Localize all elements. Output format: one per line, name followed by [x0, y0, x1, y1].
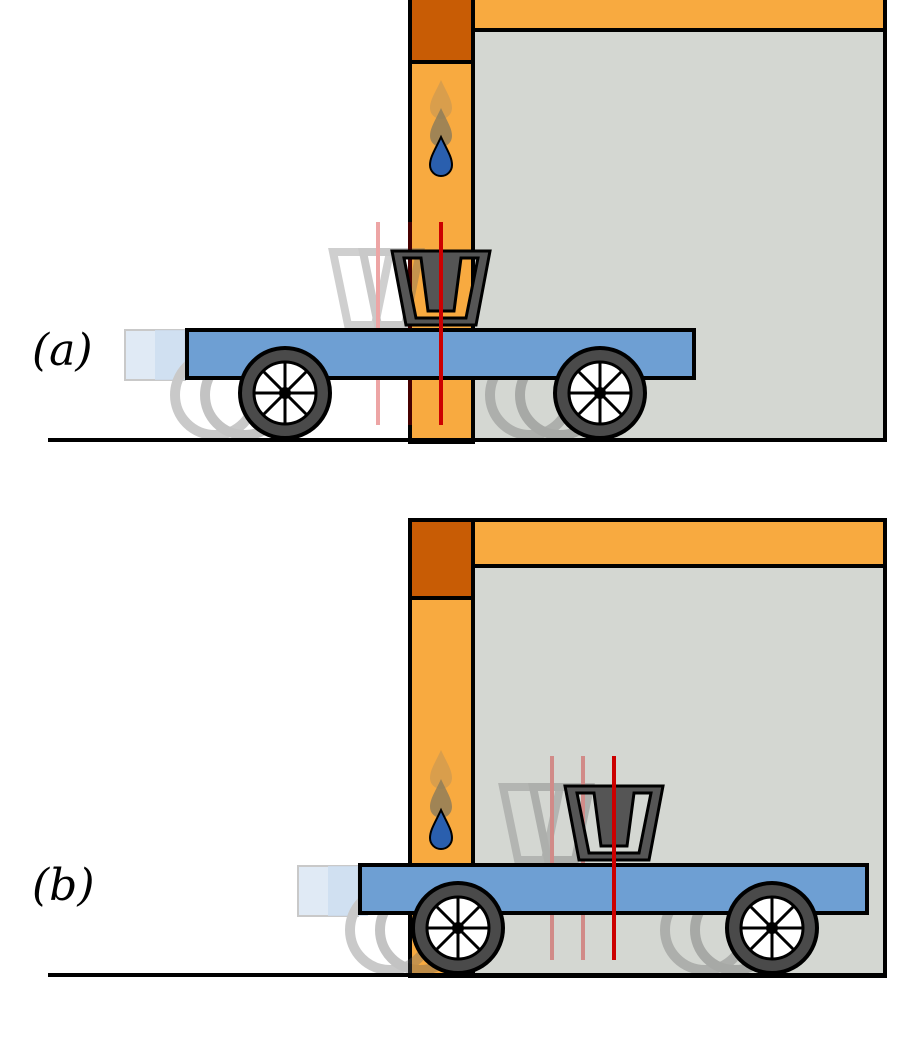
roof-beam [471, 518, 887, 568]
wheel-left [238, 346, 332, 440]
panel-b: (b) [32, 518, 887, 978]
drop-ghost-2 [430, 80, 452, 119]
falling-drops [428, 80, 454, 177]
drop-ghost-1 [430, 779, 452, 818]
post-cap [408, 518, 475, 600]
wheel-right [725, 881, 819, 975]
falling-drops [428, 750, 454, 850]
wheel-right [553, 346, 647, 440]
roof-beam [471, 0, 887, 32]
wheel-left [411, 881, 505, 975]
drop-ghost-2 [430, 750, 452, 789]
post-cap [408, 0, 475, 64]
panel-label-b: (b) [32, 860, 95, 911]
drop-ghost-1 [430, 108, 452, 147]
panel-label-a: (a) [32, 325, 93, 376]
drop [428, 807, 454, 850]
drop [428, 134, 454, 177]
panel-a: (a) [32, 0, 887, 444]
